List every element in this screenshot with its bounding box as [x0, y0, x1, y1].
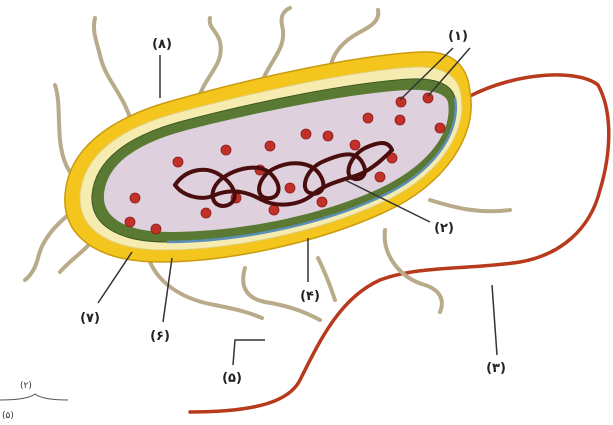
brace-icon [0, 394, 68, 400]
ribosome [423, 93, 433, 103]
label-2: (۲) [434, 221, 454, 236]
label-4: (۴) [300, 289, 320, 304]
ribosome [265, 141, 275, 151]
ribosome [285, 183, 295, 193]
leader-7 [98, 252, 132, 303]
ribosome [125, 217, 135, 227]
ribosome [130, 193, 140, 203]
ribosome [323, 131, 333, 141]
ribosome [173, 157, 183, 167]
label-1: (۱) [448, 29, 468, 44]
leader-6 [163, 258, 172, 322]
label-6: (۶) [150, 329, 170, 344]
label-8: (۸) [152, 37, 172, 52]
ribosome [363, 113, 373, 123]
label-5: (۵) [222, 371, 242, 386]
ribosome [375, 172, 385, 182]
ribosome [317, 197, 327, 207]
ribosome [201, 208, 211, 218]
ribosome [301, 129, 311, 139]
ribosome [350, 140, 360, 150]
leader-5 [233, 340, 265, 365]
ribosome [435, 123, 445, 133]
ribosome [269, 205, 279, 215]
ribosome [221, 145, 231, 155]
label-3: (۳) [486, 361, 506, 376]
corner-text-1: (۲) [20, 381, 32, 391]
ribosome [395, 115, 405, 125]
leader-3 [492, 285, 497, 355]
ribosome [151, 224, 161, 234]
label-7: (۷) [80, 311, 100, 326]
corner-fragment: (۲) (۵) [0, 381, 68, 421]
corner-text-2: (۵) [2, 411, 14, 421]
